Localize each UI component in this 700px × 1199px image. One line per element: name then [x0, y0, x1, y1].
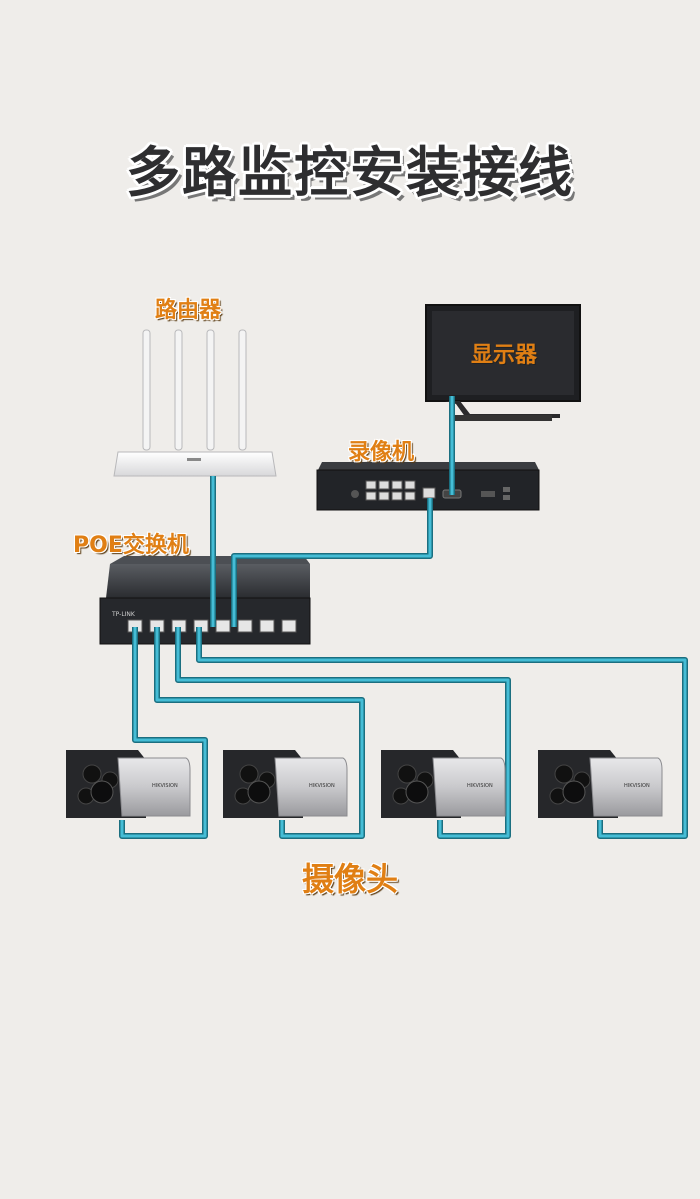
nvr — [316, 462, 540, 511]
poe-switch: TP-LINK — [99, 556, 311, 645]
monitor — [425, 304, 581, 421]
page-title: 多路监控安装接线 — [126, 141, 574, 204]
nvr-label: 录像机 — [348, 440, 415, 465]
camera-brand: HIKVISION — [152, 783, 178, 789]
camera-1: HIKVISION — [66, 750, 191, 818]
camera-4: HIKVISION — [538, 750, 663, 818]
camera-3: HIKVISION — [381, 750, 506, 818]
router — [113, 329, 277, 477]
camera-brand: HIKVISION — [467, 783, 493, 789]
cameras-label: 摄像头 — [302, 860, 399, 898]
camera-brand: HIKVISION — [624, 783, 650, 789]
switch-brand: TP-LINK — [111, 611, 136, 618]
camera-brand: HIKVISION — [309, 783, 335, 789]
camera-2: HIKVISION — [223, 750, 348, 818]
poe-switch-label: POE交换机 — [73, 533, 189, 558]
router-label: 路由器 — [155, 298, 222, 323]
monitor-label: 显示器 — [470, 343, 537, 368]
